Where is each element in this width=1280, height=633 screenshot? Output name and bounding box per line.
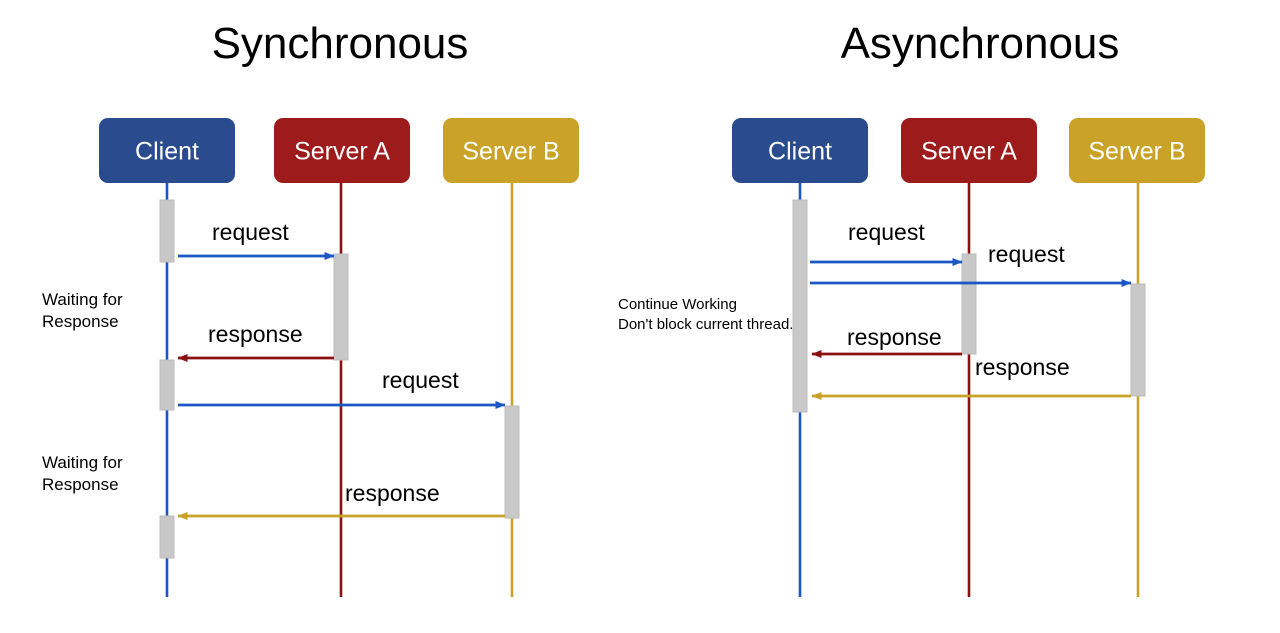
message-synchronous-0: request	[178, 219, 335, 260]
message-synchronous-1: response	[177, 321, 334, 362]
actor-server-a-asynchronous[interactable]: Server A	[901, 118, 1037, 183]
actor-label-server-b: Server B	[462, 138, 559, 166]
activation-client-1	[159, 199, 175, 263]
actor-box-server-b[interactable]	[1069, 118, 1205, 183]
note-waiting-1-line-1: Response	[42, 312, 119, 331]
message-label-response-1: response	[208, 321, 303, 347]
message-label-response-3: response	[975, 354, 1070, 380]
actor-client-synchronous[interactable]: Client	[99, 118, 235, 183]
actor-server-a-synchronous[interactable]: Server A	[274, 118, 410, 183]
actor-label-client: Client	[768, 138, 832, 166]
message-asynchronous-0: request	[810, 219, 963, 266]
actor-label-server-a: Server A	[294, 138, 390, 166]
message-asynchronous-3: response	[811, 354, 1131, 400]
activation-server-b-1	[504, 405, 520, 519]
message-label-request-1: request	[988, 241, 1065, 267]
note-waiting-2-line-1: Response	[42, 475, 119, 494]
actor-box-server-b[interactable]	[443, 118, 579, 183]
panel-title-synchronous: Synchronous	[212, 19, 469, 68]
message-synchronous-2: request	[178, 367, 506, 409]
note-continue-working-line-0: Continue Working	[618, 296, 737, 313]
actor-box-server-a[interactable]	[274, 118, 410, 183]
message-label-request-0: request	[848, 219, 925, 245]
note-waiting-1-line-0: Waiting for	[42, 290, 123, 309]
message-label-request-0: request	[212, 219, 289, 245]
activation-server-a-1	[333, 253, 349, 361]
actor-box-server-a[interactable]	[901, 118, 1037, 183]
activation-client-2	[159, 359, 175, 411]
message-label-request-2: request	[382, 367, 459, 393]
actor-label-client: Client	[135, 138, 199, 166]
activation-server-b-1	[1130, 283, 1146, 397]
activation-client-1	[792, 199, 808, 413]
actor-box-client[interactable]	[732, 118, 868, 183]
actor-label-server-a: Server A	[921, 138, 1017, 166]
message-asynchronous-2: response	[811, 324, 962, 358]
message-label-response-3: response	[345, 480, 440, 506]
panels-group: Synchronous request response request respons…	[42, 19, 1205, 597]
actor-label-server-b: Server B	[1088, 138, 1185, 166]
actor-client-asynchronous[interactable]: Client	[732, 118, 868, 183]
note-continue-working-line-1: Don't block current thread.	[618, 316, 793, 333]
panel-synchronous: Synchronous request response request respons…	[42, 19, 579, 597]
panel-asynchronous: Asynchronous request request response respon…	[618, 19, 1205, 597]
message-label-response-2: response	[847, 324, 942, 350]
actor-server-b-asynchronous[interactable]: Server B	[1069, 118, 1205, 183]
message-asynchronous-1: request	[810, 241, 1132, 287]
activation-client-3	[159, 515, 175, 559]
note-waiting-2-line-0: Waiting for	[42, 453, 123, 472]
actor-box-client[interactable]	[99, 118, 235, 183]
actor-server-b-synchronous[interactable]: Server B	[443, 118, 579, 183]
activation-server-a-1	[961, 253, 977, 355]
panel-title-asynchronous: Asynchronous	[841, 19, 1120, 68]
message-synchronous-3: response	[177, 480, 505, 520]
